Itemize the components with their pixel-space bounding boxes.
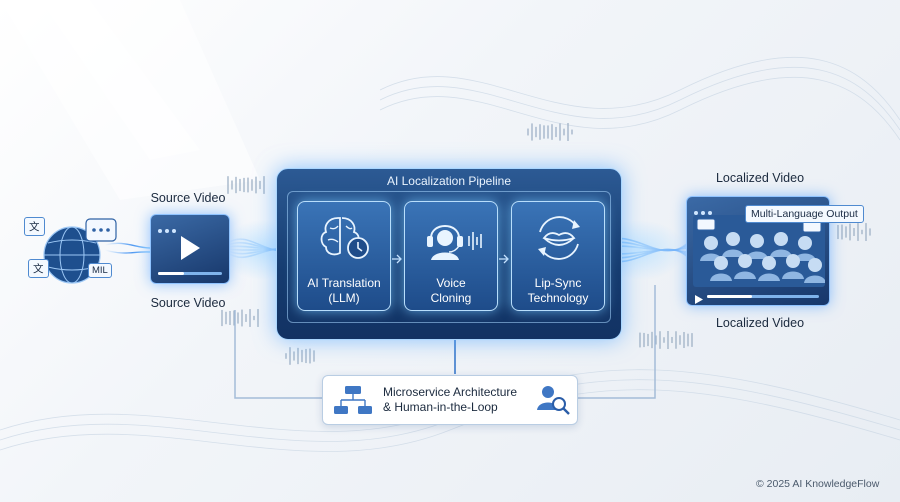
arrow-right-icon xyxy=(498,251,510,269)
architecture-line1: Microservice Architecture xyxy=(383,385,518,399)
headset-voice-icon xyxy=(419,212,485,271)
face-head xyxy=(750,234,764,248)
pipeline-title: AI Localization Pipeline xyxy=(386,174,512,188)
language-bubble-3: MIL xyxy=(88,263,112,278)
stage-lip-sync-line1: Lip-Sync xyxy=(534,276,582,290)
face-head xyxy=(774,232,788,246)
face-head xyxy=(738,254,752,268)
stage-ai-translation-line2: (LLM) xyxy=(328,291,360,305)
face-body xyxy=(758,273,780,281)
face-body xyxy=(746,251,768,259)
localized-video-label-top: Localized Video xyxy=(715,171,805,185)
face-head xyxy=(704,236,718,250)
localized-video-label-bottom: Localized Video xyxy=(715,316,805,330)
multi-language-output-badge: Multi-Language Output xyxy=(745,205,864,223)
face-head xyxy=(714,256,728,270)
face-head xyxy=(808,258,822,272)
speech-bubble-icon xyxy=(696,218,716,231)
stage-voice-cloning-line2: Cloning xyxy=(430,291,472,305)
progress-bar[interactable] xyxy=(158,272,222,275)
stage-voice-cloning[interactable]: Voice Cloning xyxy=(404,201,498,311)
connector-right xyxy=(575,285,656,399)
face-body xyxy=(770,249,792,257)
stage-ai-translation-line1: AI Translation xyxy=(307,276,381,290)
architecture-box[interactable]: Microservice Architecture & Human-in-the… xyxy=(322,375,578,425)
arrow-right-icon xyxy=(391,251,403,269)
copyright-text: © 2025 AI KnowledgeFlow xyxy=(756,478,880,490)
face-head xyxy=(798,236,812,250)
source-video-label-bottom: Source Video xyxy=(150,296,226,310)
user-search-icon xyxy=(535,382,571,423)
face-head xyxy=(726,232,740,246)
face-head xyxy=(762,256,776,270)
pipeline-panel: AI Localization Pipeline AI Translation … xyxy=(276,168,622,340)
play-small-icon[interactable] xyxy=(695,291,703,309)
flow-lines-in xyxy=(104,242,151,254)
connector-left xyxy=(234,310,322,399)
stage-lip-sync[interactable]: Lip-Sync Technology xyxy=(511,201,605,311)
window-dots-icon xyxy=(693,203,717,221)
source-video-player[interactable] xyxy=(150,214,230,284)
lips-sync-icon xyxy=(530,210,588,271)
stage-voice-cloning-line1: Voice xyxy=(436,276,466,290)
language-bubble-2: 文 xyxy=(28,259,49,278)
window-dots-icon xyxy=(157,221,181,239)
source-video-label-top: Source Video xyxy=(150,191,226,205)
language-bubble-1: 文 xyxy=(24,217,45,236)
video-background xyxy=(693,215,825,287)
audience-faces-icon xyxy=(693,215,826,292)
stage-ai-translation[interactable]: AI Translation (LLM) xyxy=(297,201,391,311)
architecture-line2: & Human-in-the-Loop xyxy=(383,400,498,414)
stage-lip-sync-line2: Technology xyxy=(527,291,589,305)
brain-clock-icon xyxy=(316,212,374,265)
face-body xyxy=(710,273,732,281)
face-body xyxy=(804,275,826,283)
globe-language-icon: 文 文 MIL xyxy=(22,213,122,293)
play-icon[interactable] xyxy=(179,235,201,266)
face-body xyxy=(734,271,756,279)
pipeline-inner-frame xyxy=(287,191,611,323)
face-body xyxy=(782,271,804,279)
face-head xyxy=(786,254,800,268)
server-network-icon xyxy=(333,384,373,423)
face-body xyxy=(722,249,744,257)
sound-wave-bars xyxy=(221,123,871,365)
output-progress-bar[interactable] xyxy=(707,295,819,298)
